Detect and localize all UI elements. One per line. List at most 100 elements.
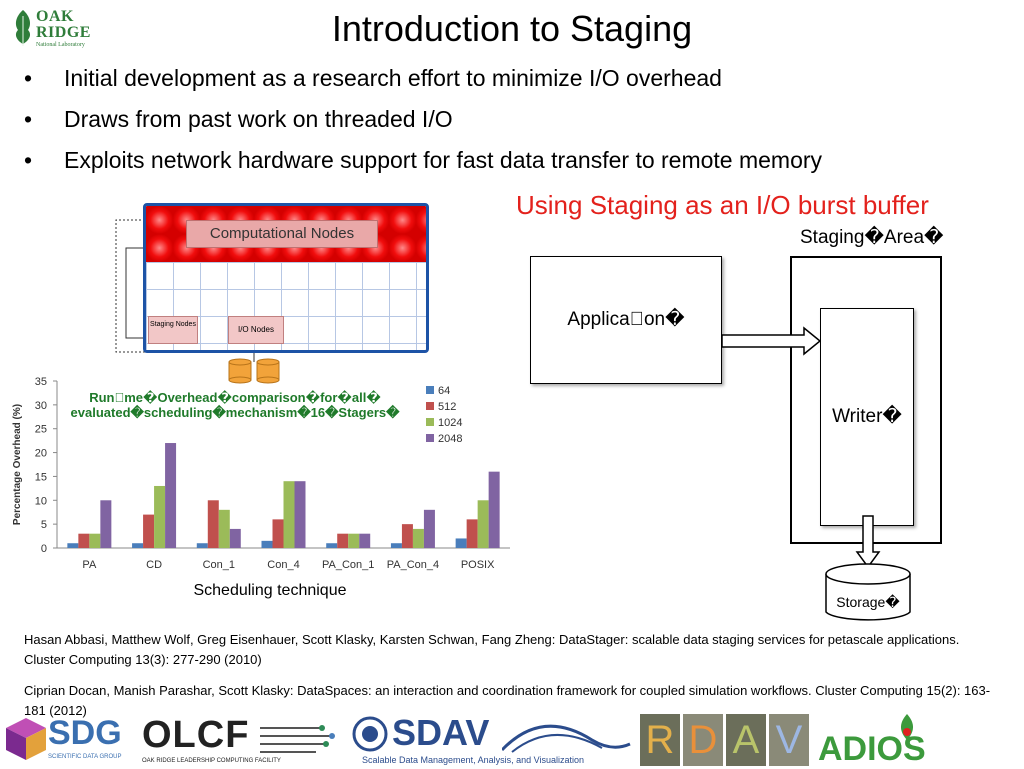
reference-1: Hasan Abbasi, Matthew Wolf, Greg Eisenha… <box>24 632 960 667</box>
bullet-dot: • <box>24 106 33 132</box>
staging-caption: Using Staging as an I/O burst buffer <box>516 190 929 220</box>
flame-icon <box>900 714 914 740</box>
sdav-logo-text: SDAV <box>392 712 490 753</box>
sdg-logo-text: SDG <box>48 714 122 752</box>
adios-logo-text: ADIOS <box>818 730 926 768</box>
slide-title: Introduction to Staging <box>331 8 693 49</box>
bar-1024 <box>89 533 101 548</box>
bar-512 <box>337 533 349 548</box>
circuit-lines-icon <box>260 725 335 753</box>
logo-line1: OAK <box>36 8 74 25</box>
legend-swatch <box>426 402 434 410</box>
disk-icon <box>228 358 280 384</box>
seal-icon <box>352 716 388 752</box>
x-tick-label: Con_1 <box>203 559 235 571</box>
sdav-logo: SDAV Scalable Data Management, Analysis,… <box>352 712 634 768</box>
bar-2048 <box>229 528 241 548</box>
rdav-letter: A <box>726 714 766 766</box>
reference-2: Ciprian Docan, Manish Parashar, Scott Kl… <box>24 683 991 718</box>
rdav-letter: D <box>683 714 723 766</box>
legend-label: 512 <box>438 401 456 413</box>
application-box <box>530 256 722 384</box>
olcf-logo-sub: OAK RIDGE LEADERSHIP COMPUTING FACILITY <box>142 758 281 764</box>
node-grid <box>146 262 426 350</box>
olcf-logo: OLCF OAK RIDGE LEADERSHIP COMPUTING FACI… <box>142 714 342 768</box>
bar-1024 <box>477 500 489 548</box>
bar-512 <box>78 533 90 548</box>
y-tick-label: 0 <box>41 543 47 555</box>
olcf-logo-text: OLCF <box>142 714 250 756</box>
bar-1024 <box>283 481 295 548</box>
bullet-text: Draws from past work on threaded I/O <box>64 106 453 132</box>
legend-label: 1024 <box>438 417 462 429</box>
sdav-logo-sub: Scalable Data Management, Analysis, and … <box>362 755 584 765</box>
legend-swatch <box>426 386 434 394</box>
bullet-text: Exploits network hardware support for fa… <box>64 147 823 173</box>
bar-512 <box>466 519 478 548</box>
legend-label: 64 <box>438 385 450 397</box>
bar-64 <box>196 543 208 548</box>
bar-2048 <box>359 533 371 548</box>
y-tick-label: 30 <box>35 400 47 412</box>
y-tick-label: 25 <box>35 424 47 436</box>
storage-cylinder-icon <box>825 563 911 621</box>
bar-2048 <box>165 443 177 548</box>
x-tick-label: CD <box>146 559 162 571</box>
bar-512 <box>401 524 413 548</box>
rdav-letter: R <box>640 714 680 766</box>
x-tick-label: PA_Con_4 <box>387 559 439 571</box>
legend-label: 2048 <box>438 433 462 445</box>
staging-area-label: Staging�Area� <box>800 227 944 248</box>
bar-1024 <box>218 509 230 548</box>
application-label: Applica on� <box>567 309 685 330</box>
y-tick-label: 5 <box>41 519 47 531</box>
right-arrow-icon <box>721 326 822 356</box>
legend-swatch <box>426 418 434 426</box>
bar-1024 <box>154 485 166 548</box>
y-tick-label: 10 <box>35 495 47 507</box>
bar-512 <box>272 519 284 548</box>
bar-64 <box>261 540 273 548</box>
io-nodes-label: I/O Nodes <box>228 316 284 344</box>
cube-icon <box>6 718 46 760</box>
rdav-logo: R D A V <box>640 714 812 766</box>
chart-title-line2: evaluated�scheduling�mechanism�16�Stager… <box>70 405 400 420</box>
bar-1024 <box>348 533 360 548</box>
writer-box <box>820 308 914 526</box>
bullet-item: • Exploits network hardware support for f… <box>24 140 1014 181</box>
computational-nodes-label: Computational Nodes <box>186 220 378 248</box>
x-tick-label: Con_4 <box>267 559 299 571</box>
bar-512 <box>207 500 219 548</box>
legend-swatch <box>426 434 434 442</box>
y-tick-label: 15 <box>35 471 47 483</box>
sdg-logo-sub: SCIENTIFIC DATA GROUP <box>48 754 122 760</box>
logo-line2: RIDGE <box>36 24 91 41</box>
bullet-item: • Draws from past work on threaded I/O <box>24 99 1014 140</box>
bullet-item: • Initial development as a research effor… <box>24 58 1014 99</box>
storage-label: Storage� <box>836 594 900 610</box>
ornl-logo: OAK RIDGE National Laboratory <box>10 6 100 50</box>
bar-512 <box>143 514 155 548</box>
bar-2048 <box>100 500 112 548</box>
adios-logo: ADIOS <box>818 712 948 768</box>
down-arrow-icon <box>855 515 881 569</box>
bullet-text: Initial development as a research effort… <box>64 65 722 91</box>
y-tick-label: 35 <box>35 376 47 388</box>
y-tick-label: 20 <box>35 448 47 460</box>
x-tick-label: PA <box>82 559 97 571</box>
bullet-list: • Initial development as a research effor… <box>24 58 1014 181</box>
swoosh-icon <box>502 724 631 753</box>
chart-title: Run me�Overhead�comparison�for�all� eval… <box>60 390 410 420</box>
bar-2048 <box>488 471 500 548</box>
bullet-dot: • <box>24 65 33 91</box>
rdav-letter: V <box>769 714 809 766</box>
logo-line3: National Laboratory <box>36 42 85 48</box>
sdg-logo: SDG SCIENTIFIC DATA GROUP <box>4 712 140 768</box>
chart-title-line1: Run me�Overhead�comparison�for�all� <box>89 390 381 405</box>
bar-1024 <box>412 528 424 548</box>
bar-64 <box>132 543 144 548</box>
bullet-dot: • <box>24 147 33 173</box>
chart-x-axis-title: Scheduling technique <box>193 582 347 599</box>
bar-2048 <box>423 509 435 548</box>
